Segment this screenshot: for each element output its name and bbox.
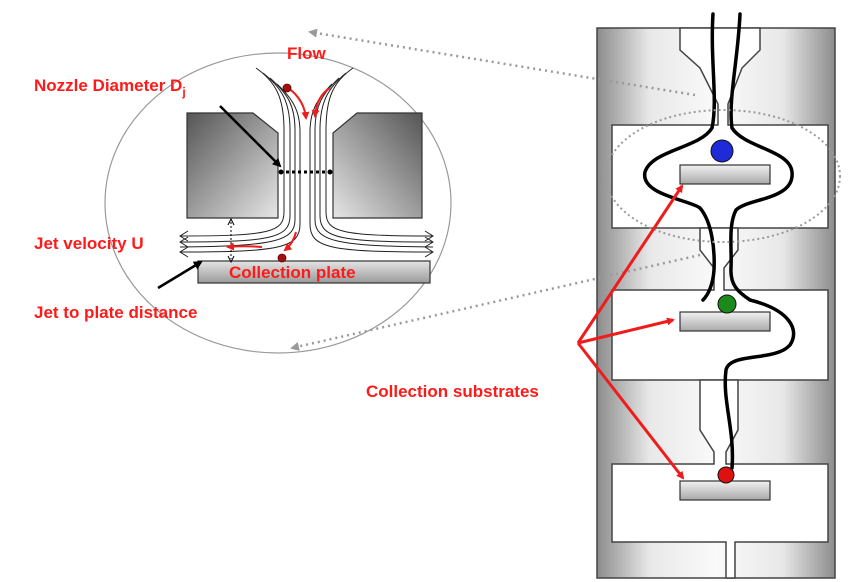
plate-distance-pointer	[157, 260, 203, 290]
impactor-particles	[710, 139, 737, 484]
stage1-cavity	[611, 27, 829, 229]
zoom-region-ellipse	[605, 109, 841, 243]
substrate-1	[679, 164, 771, 185]
flow-label: Flow	[287, 44, 326, 63]
particle-red	[717, 466, 735, 484]
particle-green	[717, 294, 737, 314]
particle-inlet	[282, 83, 292, 93]
dimension-end-left	[278, 169, 284, 175]
dimension-end-right	[327, 169, 333, 175]
magnified-view-ellipse	[104, 52, 452, 354]
jet-velocity-label: Jet velocity U	[34, 234, 144, 253]
jet-to-plate-distance-label: Jet to plate distance	[34, 303, 197, 322]
nozzle-diameter-label: Nozzle Diameter Dj	[34, 76, 186, 99]
particle-trajectories	[226, 87, 331, 252]
nozzle-streamlines	[179, 67, 434, 258]
substrate-pointers	[576, 184, 685, 480]
nozzle-block-left	[186, 112, 279, 219]
jet-plate-distance-dimension	[227, 217, 235, 264]
particle-deposited	[277, 253, 287, 263]
collection-plate-label: Collection plate	[229, 263, 356, 282]
impactor-body	[596, 27, 836, 579]
collection-substrates-label: Collection substrates	[366, 382, 539, 401]
particle-blue	[710, 139, 734, 163]
substrate-3	[679, 480, 771, 501]
nozzle-label-pointer	[219, 105, 282, 168]
nozzle-block-right	[332, 112, 423, 219]
zoom-connectors	[290, 28, 701, 351]
substrate-2	[679, 311, 771, 332]
nozzle-detail	[186, 112, 431, 284]
impactor-streamlines	[643, 12, 796, 470]
collection-plate	[197, 260, 431, 284]
